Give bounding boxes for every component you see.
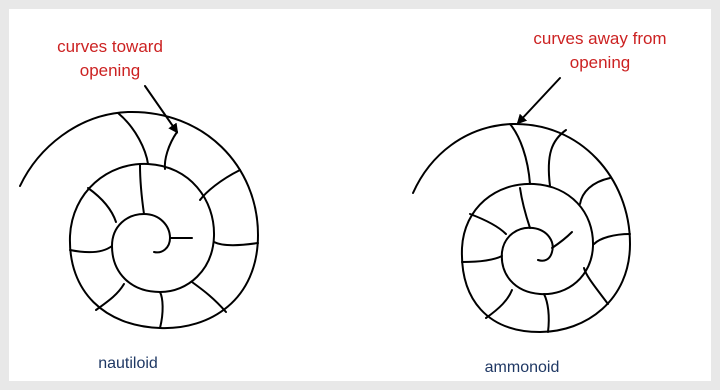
ammonoid-annotation-line2: opening <box>570 53 631 72</box>
ammonoid-figure: curves away from opening ammonoid <box>413 29 667 376</box>
nautiloid-caption: nautiloid <box>98 355 158 372</box>
nautiloid-annotation-line2: opening <box>80 61 141 80</box>
nautiloid-arrow <box>145 86 177 132</box>
nautiloid-septa <box>70 113 258 328</box>
nautiloid-spiral-outline <box>20 112 258 328</box>
nautiloid-annotation-line1: curves toward <box>57 37 163 56</box>
ammonoid-spiral-outline <box>413 124 630 332</box>
ammonoid-septa <box>462 124 630 332</box>
ammonoid-annotation-line1: curves away from <box>533 29 666 48</box>
nautiloid-figure: curves toward opening nautiloid <box>20 37 258 372</box>
ammonoid-arrow <box>518 78 560 123</box>
ammonoid-caption: ammonoid <box>485 359 560 376</box>
